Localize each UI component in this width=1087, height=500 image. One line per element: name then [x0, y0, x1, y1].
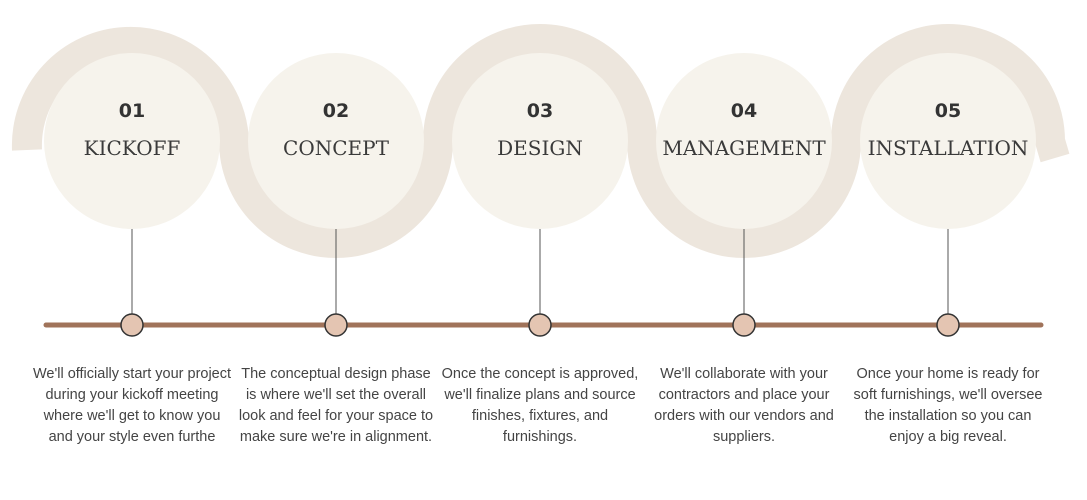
step-circle: [44, 53, 220, 229]
timeline-dot: [324, 313, 348, 337]
step-circle: [452, 53, 628, 229]
step-title: DESIGN: [497, 136, 583, 160]
step-title: CONCEPT: [283, 136, 389, 160]
step-title: MANAGEMENT: [662, 136, 826, 160]
step-description: Once the concept is approved, we'll fina…: [441, 366, 639, 445]
step-circle: [248, 53, 424, 229]
timeline-dot: [732, 313, 756, 337]
step-description: Once your home is ready for soft furnish…: [853, 366, 1043, 445]
timeline-dot: [120, 313, 144, 337]
step-description: The conceptual design phase is where we'…: [238, 366, 434, 445]
timeline-dot: [936, 313, 960, 337]
step-description: We'll officially start your project duri…: [32, 366, 232, 445]
step-description: We'll collaborate with your contractors …: [654, 366, 834, 445]
timeline-dot: [528, 313, 552, 337]
step-number: 04: [730, 100, 758, 122]
step-number: 02: [322, 100, 350, 122]
step-number: 03: [526, 100, 554, 122]
step-title: INSTALLATION: [867, 136, 1029, 160]
step-circle: [860, 53, 1036, 229]
step-title: KICKOFF: [83, 136, 181, 160]
step-circle: [656, 53, 832, 229]
wave-ribbon: [11, 24, 1070, 258]
step-number: 05: [934, 100, 962, 122]
step-number: 01: [118, 100, 146, 122]
